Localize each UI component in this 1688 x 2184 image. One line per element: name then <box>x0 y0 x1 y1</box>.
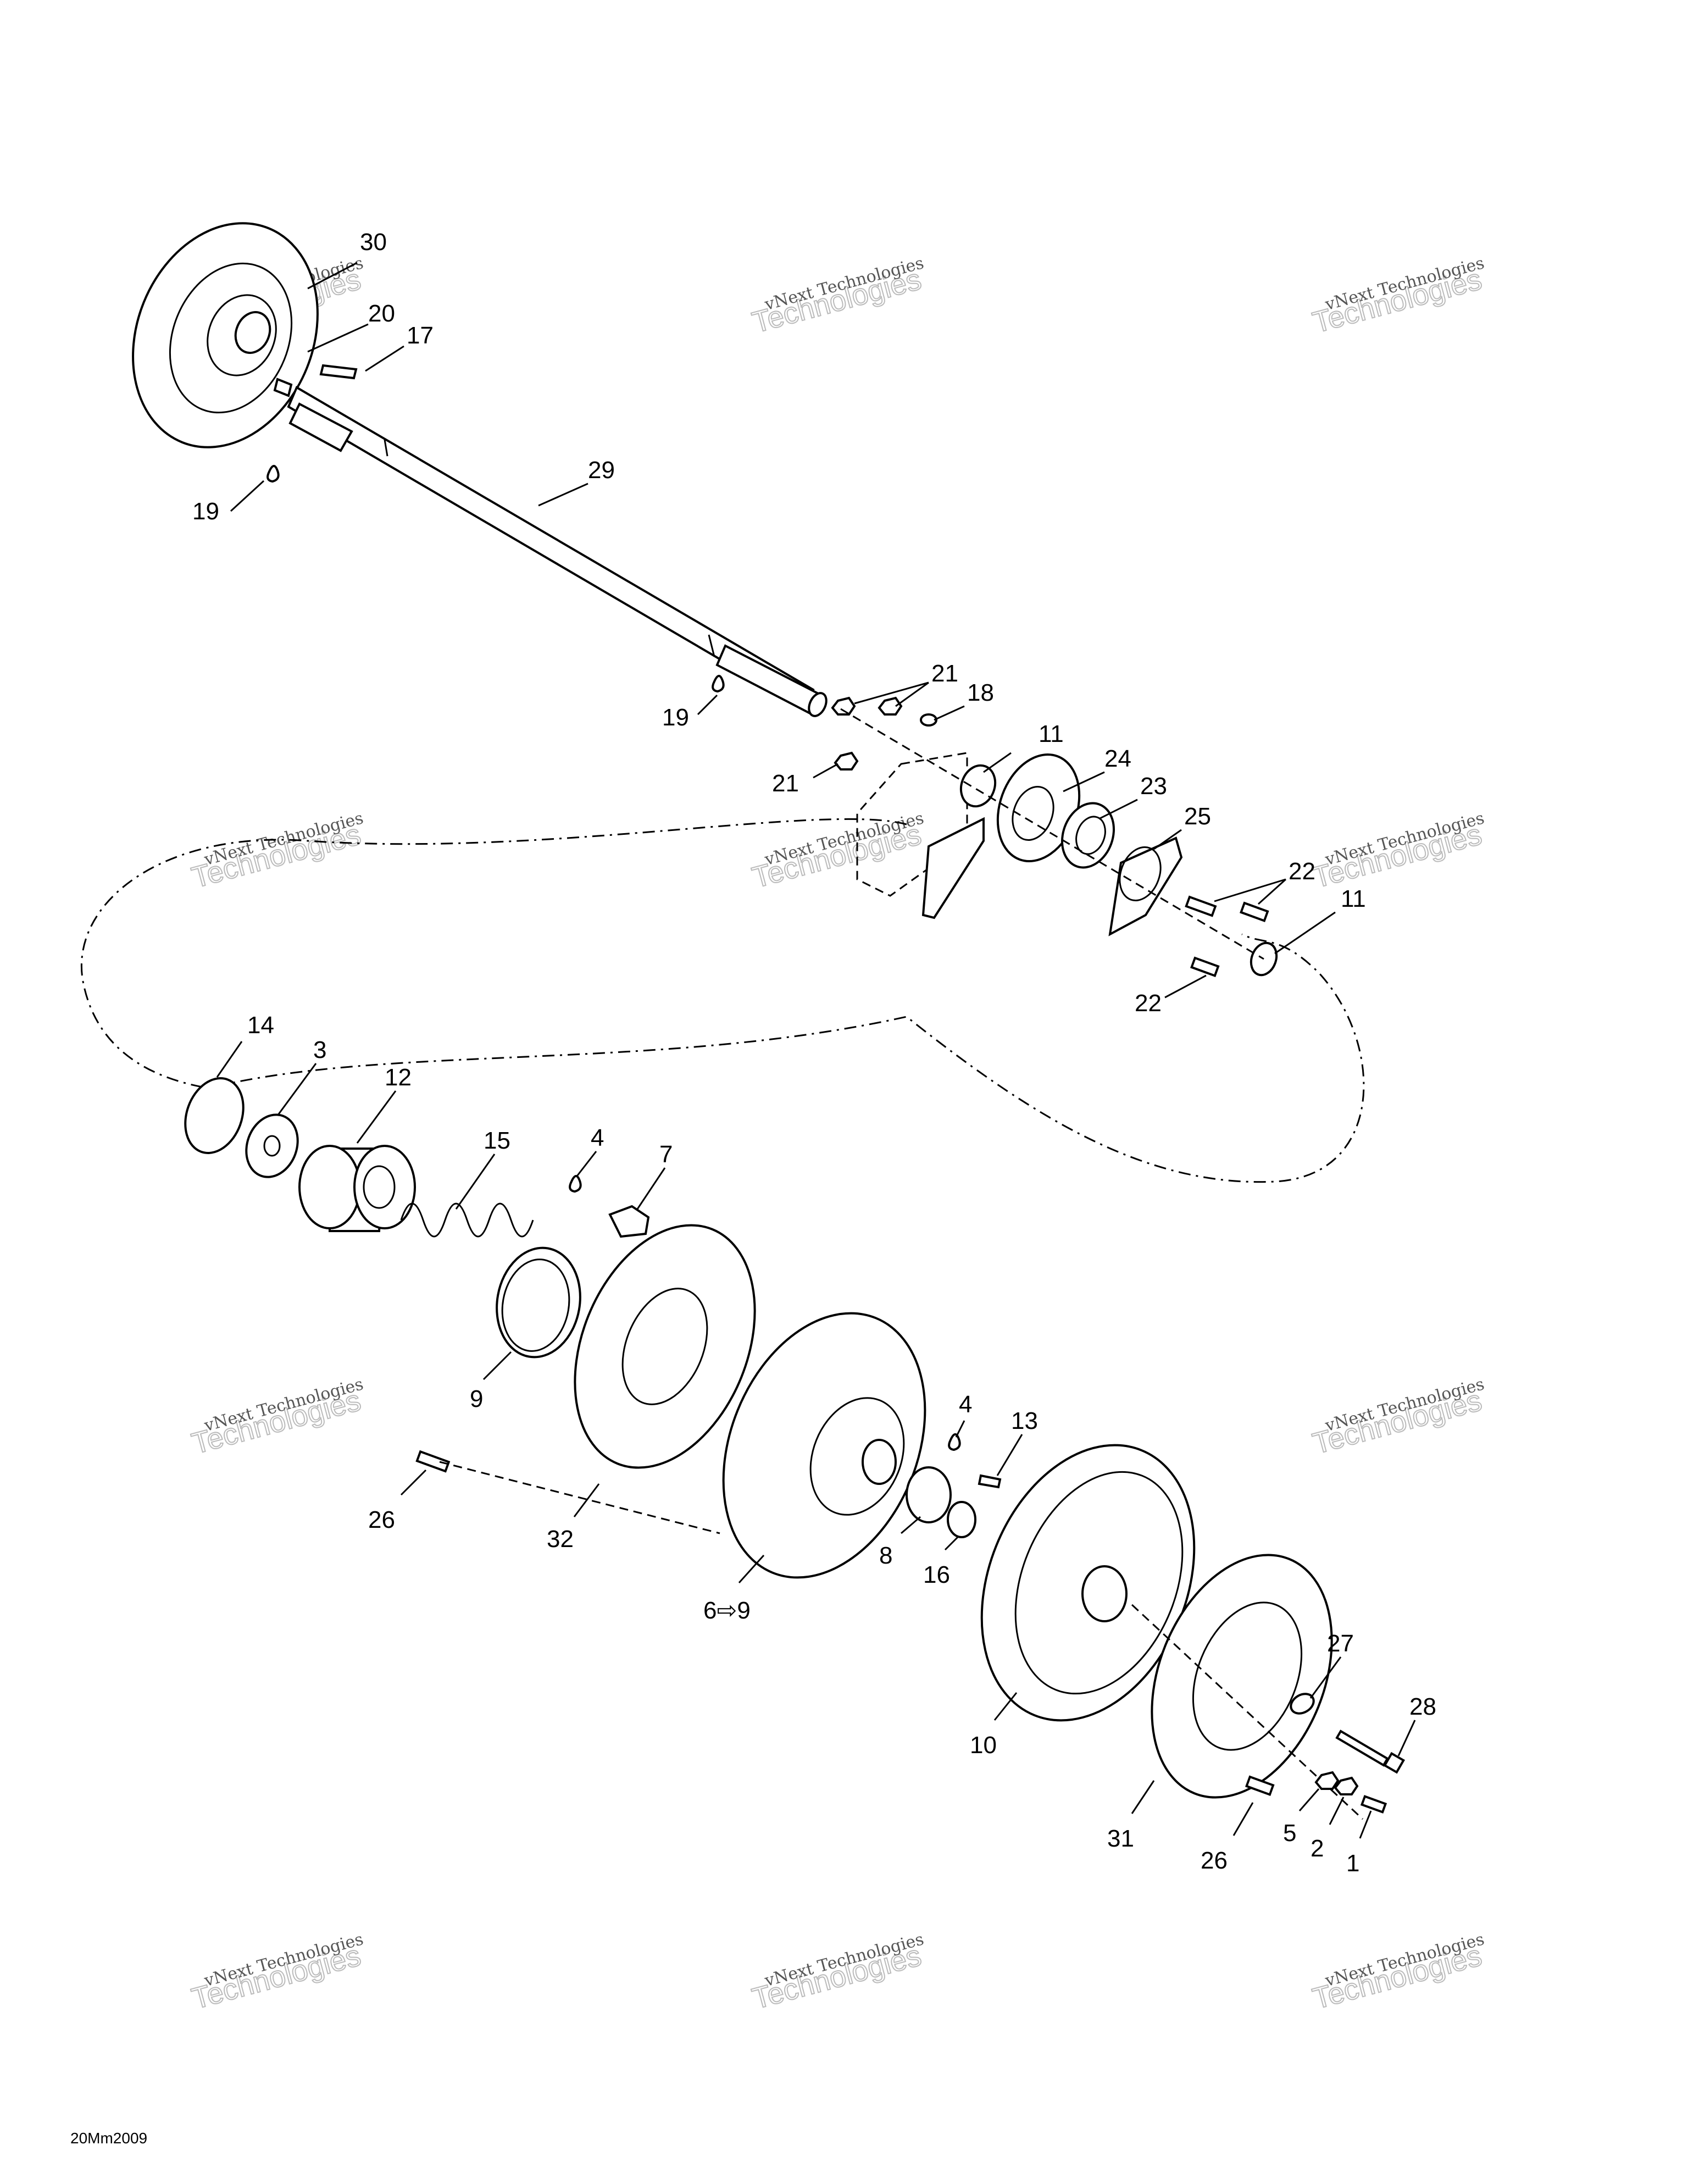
watermark: Technologies vNext Technologies <box>188 1930 365 2016</box>
o-ring <box>959 764 997 808</box>
bolt <box>1335 1730 1405 1774</box>
callout-13: 13 <box>1011 1407 1038 1434</box>
nut <box>1334 1776 1359 1795</box>
callout-21-bottom: 21 <box>772 770 799 797</box>
callout-9: 9 <box>470 1385 483 1412</box>
callout-23: 23 <box>1140 773 1167 800</box>
fixed-half <box>980 1444 1196 1722</box>
alignment-line <box>840 708 1264 960</box>
shaft <box>287 386 828 717</box>
cover-plate <box>1151 1554 1333 1799</box>
washer <box>947 1501 976 1538</box>
bearing-flange <box>1108 836 1183 936</box>
retaining-ring <box>184 1077 245 1154</box>
callout-29: 29 <box>588 457 615 484</box>
grease-drop <box>569 1175 582 1193</box>
callout-19-top: 19 <box>192 498 219 525</box>
callout-11-top: 11 <box>1039 720 1064 747</box>
callout-11-bottom: 11 <box>1341 885 1366 912</box>
callout-21-top: 21 <box>931 660 958 687</box>
washer <box>1290 1693 1315 1715</box>
callouts: 30 20 17 19 29 19 21 18 21 11 24 23 25 2… <box>192 229 1436 1877</box>
nut <box>1314 1771 1340 1790</box>
sliding-half <box>722 1312 926 1579</box>
key <box>319 364 358 380</box>
callout-25: 25 <box>1184 803 1211 830</box>
callout-22-top: 22 <box>1289 858 1315 885</box>
belt-path <box>81 818 1365 1183</box>
callout-8: 8 <box>879 1542 892 1569</box>
watermark: Technologies vNext Technologies <box>1309 1374 1486 1461</box>
bushing <box>906 1466 952 1523</box>
diagram-code: 20Mm2009 <box>70 2130 147 2147</box>
callout-26-right: 26 <box>1201 1847 1228 1874</box>
callout-7: 7 <box>659 1141 673 1168</box>
callout-27: 27 <box>1327 1630 1354 1657</box>
callout-12: 12 <box>385 1064 412 1091</box>
callout-15: 15 <box>484 1127 510 1154</box>
callout-16: 16 <box>923 1561 950 1588</box>
callout-4-top: 4 <box>591 1124 604 1151</box>
grease-drop <box>712 675 725 693</box>
callout-14: 14 <box>247 1012 274 1039</box>
watermark: Technologies vNext Technologies <box>1309 253 1486 340</box>
cam <box>298 1145 416 1232</box>
key <box>978 1474 1002 1489</box>
callout-5: 5 <box>1283 1820 1296 1847</box>
callout-20: 20 <box>368 300 395 327</box>
callout-6-9: 6⇨9 <box>703 1597 751 1624</box>
callout-28: 28 <box>1409 1693 1436 1720</box>
callout-24: 24 <box>1104 745 1131 772</box>
washer <box>920 713 937 727</box>
watermark: Technologies vNext Technologies <box>188 1374 365 1461</box>
nut-pin <box>273 378 293 397</box>
alignment-line <box>439 1461 720 1534</box>
callout-26-left: 26 <box>368 1506 395 1533</box>
watermark: Technologies vNext Technologies <box>748 1930 926 2016</box>
bushing <box>496 1246 581 1359</box>
watermark: Technologies vNext Technologies <box>748 253 926 340</box>
slider-shoe <box>608 1205 650 1238</box>
grease-drop <box>266 465 280 483</box>
callout-4-bottom: 4 <box>959 1391 972 1418</box>
callout-1: 1 <box>1346 1850 1359 1877</box>
callout-17: 17 <box>407 322 434 349</box>
callout-30: 30 <box>360 229 387 256</box>
callout-31: 31 <box>1107 1825 1134 1852</box>
bearing <box>1060 802 1115 869</box>
washer <box>245 1113 299 1178</box>
watermark: Technologies vNext Technologies <box>1309 808 1486 895</box>
callout-3: 3 <box>313 1036 326 1063</box>
driven-pulley-half <box>132 222 319 448</box>
grease-drop <box>948 1433 961 1451</box>
watermark: Technologies vNext Technologies <box>188 808 365 895</box>
watermarks: Technologies vNext Technologies Technolo… <box>188 253 1486 2016</box>
watermark: Technologies vNext Technologies <box>1309 1930 1486 2016</box>
set-screw <box>1360 1795 1387 1814</box>
callout-19-shaft: 19 <box>662 704 689 731</box>
callout-10: 10 <box>970 1732 997 1759</box>
screw <box>415 1450 451 1473</box>
callout-2: 2 <box>1311 1835 1324 1862</box>
callout-22-bottom: 22 <box>1135 990 1162 1017</box>
flange-screws <box>1185 895 1269 977</box>
nuts <box>831 696 903 771</box>
screw <box>1245 1775 1275 1796</box>
spring <box>400 1202 534 1238</box>
callout-18: 18 <box>967 679 994 706</box>
callout-32: 32 <box>547 1526 574 1553</box>
cover-plate <box>574 1224 756 1469</box>
bracket-plate <box>856 752 985 919</box>
